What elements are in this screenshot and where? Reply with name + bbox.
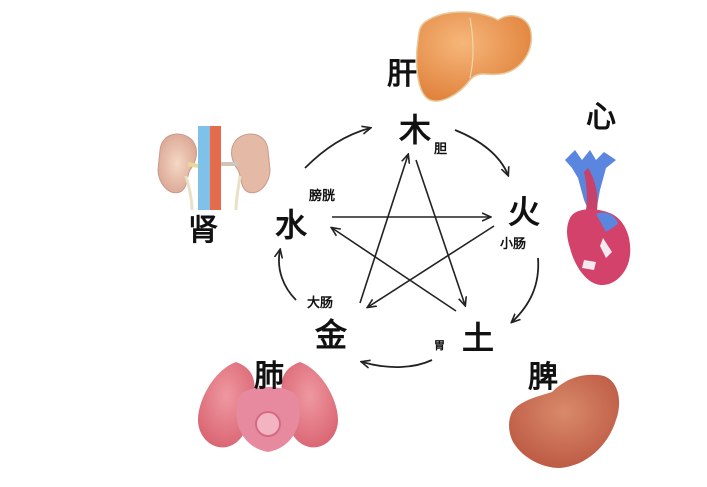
element-water: 水 <box>275 206 308 244</box>
fu-bladder: 膀胱 <box>309 189 336 204</box>
element-metal: 金 <box>315 316 348 354</box>
liver-illustration <box>415 11 533 102</box>
kidneys-illustration <box>157 126 271 211</box>
fu-small-intestine: 小肠 <box>500 237 527 252</box>
element-wood: 木 <box>399 111 432 149</box>
element-fire: 火 <box>508 193 541 231</box>
lungs-illustration <box>198 362 338 452</box>
fu-large-intestine: 大肠 <box>307 296 334 311</box>
spleen-illustration <box>509 374 620 468</box>
organ-spleen: 脾 <box>528 360 558 395</box>
generating-cycle-arrows <box>279 128 540 367</box>
fu-gallbladder: 胆 <box>434 142 448 157</box>
element-earth: 土 <box>462 319 495 357</box>
organ-lung: 肺 <box>254 359 284 394</box>
fu-stomach: 胃 <box>434 339 445 352</box>
controlling-cycle-star <box>332 155 495 312</box>
organ-heart: 心 <box>586 100 616 135</box>
organ-liver: 肝 <box>387 57 417 92</box>
heart-illustration <box>565 150 631 286</box>
organ-kidney: 肾 <box>188 213 218 248</box>
